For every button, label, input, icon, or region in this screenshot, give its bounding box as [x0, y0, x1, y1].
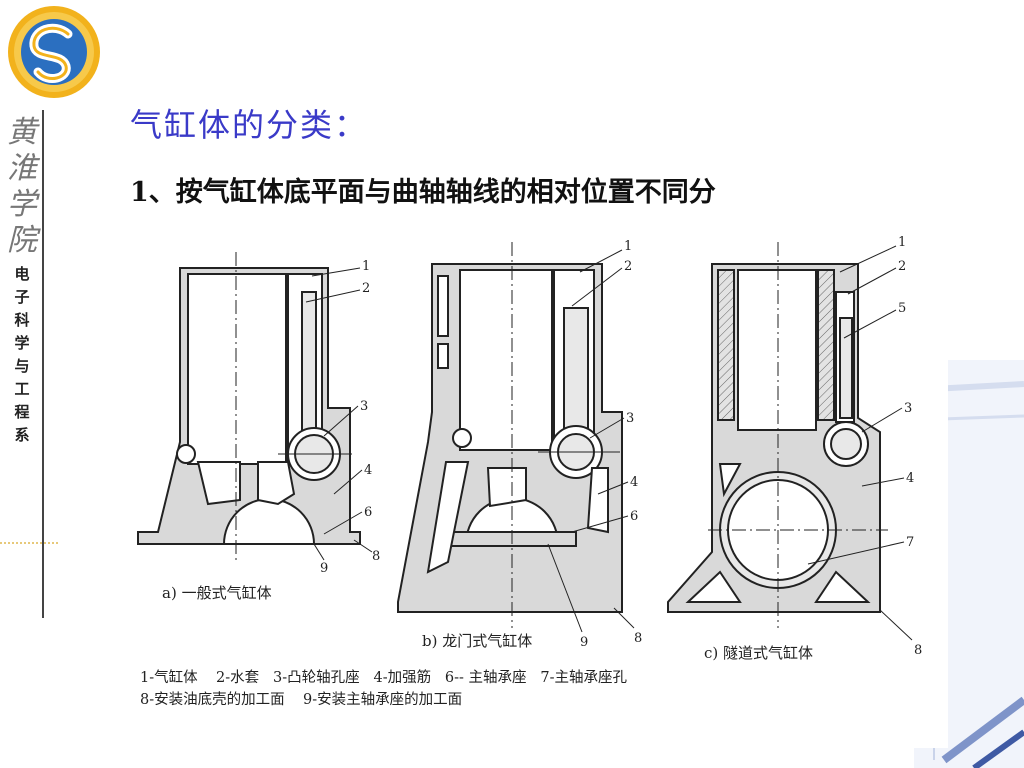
- sidebar-divider: [42, 110, 44, 618]
- callout-a-4: 4: [364, 463, 372, 478]
- callout-b-1: 1: [624, 239, 632, 254]
- callout-a-2: 2: [362, 281, 370, 296]
- callout-c-3: 3: [904, 401, 912, 416]
- callout-b-3: 3: [626, 411, 634, 426]
- cylinder-block-figure: 1 2 3 4 6 8 9 a) 一般式气缸体 1 2: [128, 232, 948, 748]
- cylinder-block-diagram: 1 2 3 4 6 8 9 a) 一般式气缸体 1 2: [137, 235, 922, 708]
- callout-a-3: 3: [360, 399, 368, 414]
- caption-tunnel: c) 隧道式气缸体: [704, 644, 813, 662]
- callout-b-8: 8: [634, 631, 642, 646]
- callout-c-8: 8: [914, 643, 922, 658]
- callout-c-2: 2: [898, 259, 906, 274]
- caption-gantry: b) 龙门式气缸体: [422, 632, 532, 650]
- college-logo: [8, 6, 100, 98]
- callout-b-6: 6: [630, 509, 638, 524]
- callout-c-1: 1: [898, 235, 906, 250]
- callouts-tunnel: [807, 245, 913, 641]
- legend-line-1: 1-气缸体 2-水套 3-凸轮轴孔座 4-加强筋 6-- 主轴承座 7-主轴承座…: [140, 668, 628, 686]
- dotted-accent: [0, 542, 58, 544]
- caption-general: a) 一般式气缸体: [162, 584, 272, 602]
- block-general: [137, 252, 361, 562]
- callouts-general: [305, 267, 373, 561]
- callout-b-9: 9: [580, 635, 588, 650]
- callout-a-6: 6: [364, 505, 372, 520]
- block-tunnel: [667, 242, 888, 628]
- callout-c-5: 5: [898, 301, 906, 316]
- callout-b-2: 2: [624, 259, 632, 274]
- callout-a-9: 9: [320, 561, 328, 576]
- callouts-gantry: [547, 249, 635, 633]
- callout-a-8: 8: [372, 549, 380, 564]
- legend-line-2: 8-安装油底壳的加工面 9-安装主轴承座的加工面: [140, 691, 462, 708]
- callout-c-7: 7: [906, 535, 914, 550]
- callout-c-4: 4: [906, 471, 914, 486]
- slide-subheading: 1、按气缸体底平面与曲轴轴线的相对位置不同分: [130, 177, 716, 208]
- department-name: 电 子 科 学 与 工 程 系: [14, 265, 30, 444]
- school-name-script: 黄 淮 学 院: [7, 115, 37, 258]
- block-gantry: [397, 242, 623, 628]
- callout-b-4: 4: [630, 475, 638, 490]
- callout-a-1: 1: [362, 259, 370, 274]
- school-name-vertical: 黄 淮 学 院 电 子 科 学 与 工 程 系: [4, 115, 40, 447]
- slide-heading: 气缸体的分类：: [130, 106, 369, 144]
